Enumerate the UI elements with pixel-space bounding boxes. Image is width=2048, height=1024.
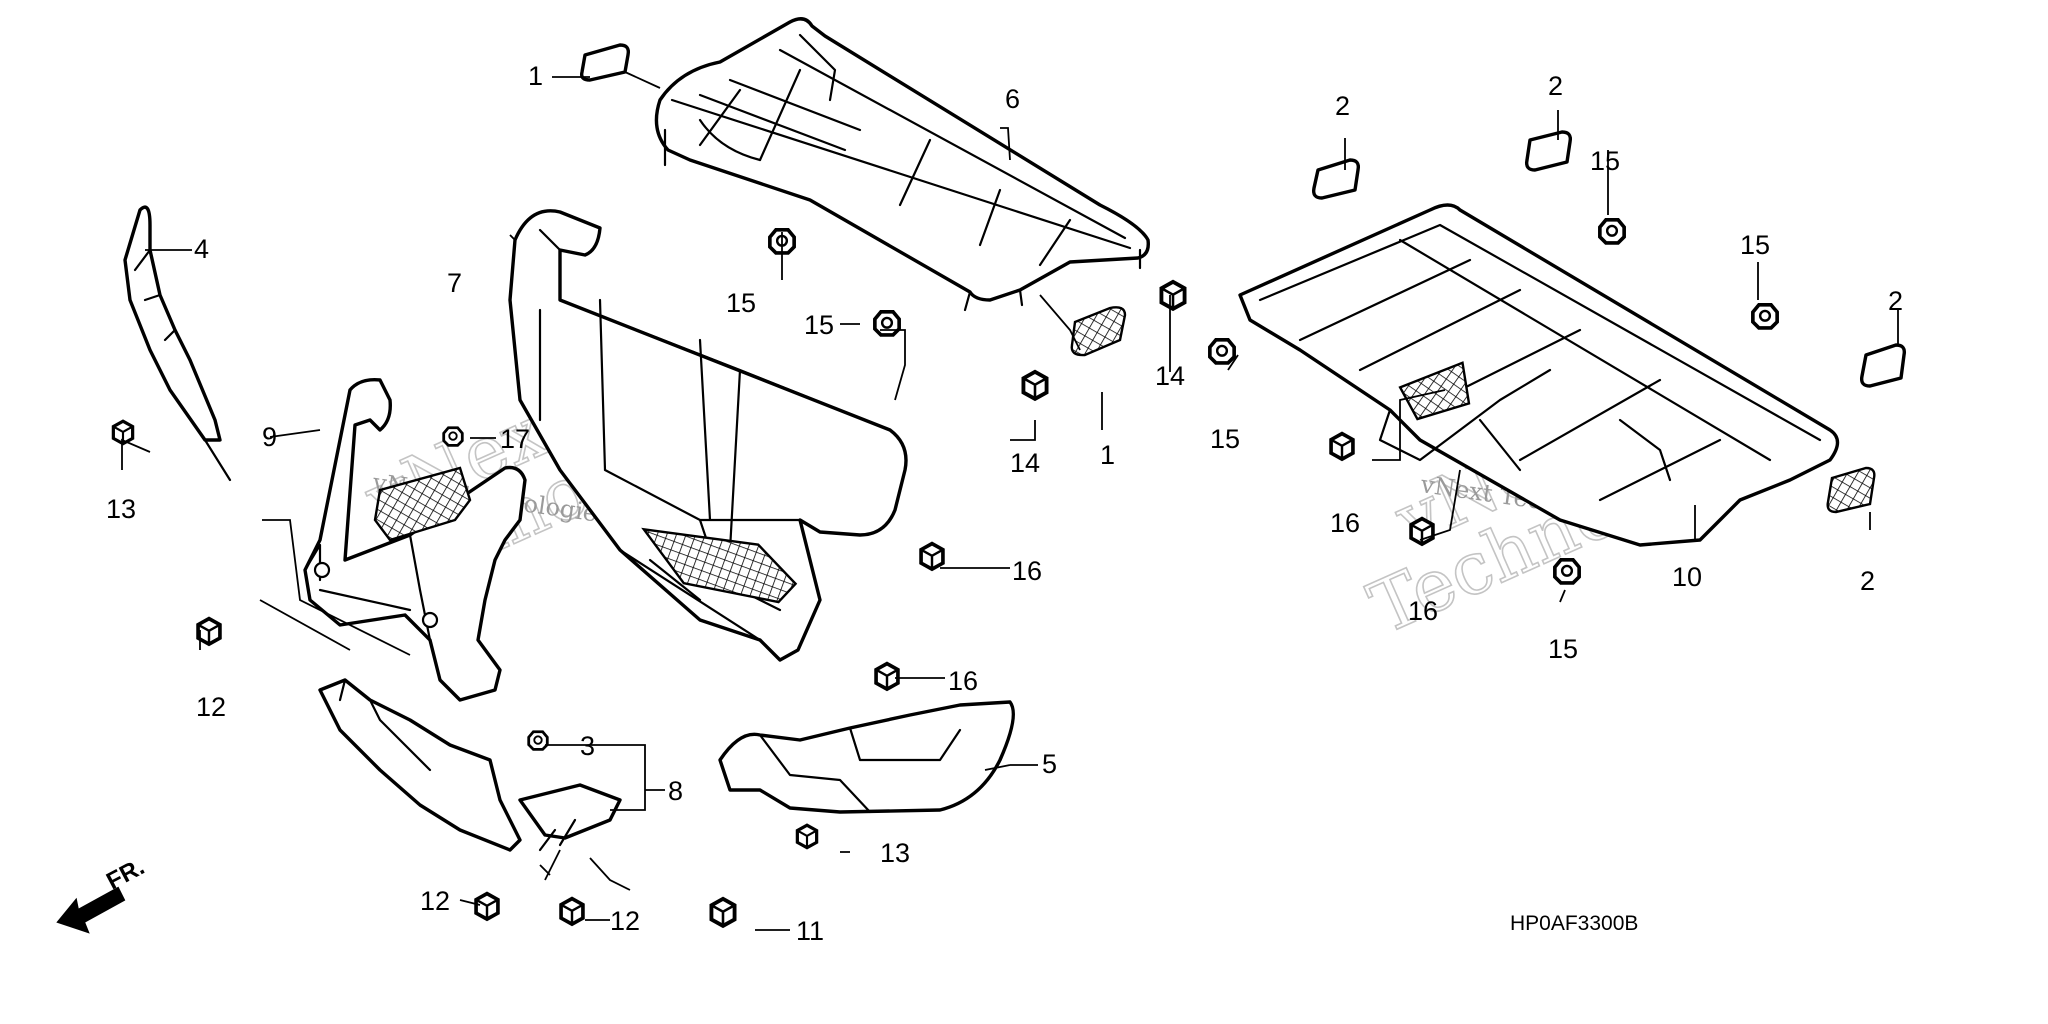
front-carrier-part-6 (654, 17, 1150, 312)
callout-1-top: 1 (528, 61, 543, 91)
callout-2-d: 2 (1860, 566, 1875, 596)
side-cover-part-4 (123, 205, 232, 482)
grommet-1-lower (1070, 306, 1127, 357)
callout-7: 7 (447, 268, 462, 298)
bolt-16-c (1329, 431, 1355, 461)
nut-15-f (1553, 558, 1581, 585)
bolt-16-b (874, 661, 900, 691)
callout-16-a: 16 (1012, 556, 1042, 586)
callout-3: 3 (580, 731, 595, 761)
callout-16-d: 16 (1408, 596, 1438, 626)
bolt-12-a (196, 616, 222, 646)
leader-lines (121, 76, 1899, 931)
nut-15-e (1208, 338, 1236, 365)
callout-10: 10 (1672, 562, 1702, 592)
side-cover-part-5 (718, 700, 1015, 814)
callout-15-a: 15 (726, 288, 756, 318)
callout-8: 8 (668, 776, 683, 806)
grommet-2-b (1524, 130, 1573, 172)
callout-1-lower: 1 (1100, 440, 1115, 470)
callout-12-a: 12 (196, 692, 226, 722)
callout-4: 4 (194, 234, 209, 264)
bolt-14-a (1159, 279, 1187, 311)
front-label: FR. (102, 853, 149, 895)
callout-9: 9 (262, 422, 277, 452)
clip-13-b (795, 823, 819, 850)
callout-2-b: 2 (1548, 71, 1563, 101)
grommet-1-top (579, 43, 661, 89)
callout-13-b: 13 (880, 838, 910, 868)
callout-16-c: 16 (1330, 508, 1360, 538)
callout-15-b: 15 (804, 310, 834, 340)
nut-3 (527, 730, 549, 751)
callout-16-b: 16 (948, 666, 978, 696)
callout-15-d: 15 (1740, 230, 1770, 260)
callout-13-a: 13 (106, 494, 136, 524)
callout-12-b: 12 (420, 886, 450, 916)
bolt-12-c (559, 896, 585, 926)
nut-15-b (873, 310, 901, 337)
callout-15-f: 15 (1548, 634, 1578, 664)
callout-2-c: 2 (1888, 286, 1903, 316)
callout-14-b: 14 (1010, 448, 1040, 478)
bolt-16-d (1409, 516, 1435, 546)
skid-plate-part-8 (318, 678, 622, 852)
callout-2-a: 2 (1335, 91, 1350, 121)
grommet-2-d (1826, 466, 1876, 514)
rear-carrier-part-10 (1238, 203, 1840, 547)
nut-15-c (1598, 218, 1626, 245)
bolt-14-b (1021, 369, 1049, 401)
nut-15-d (1751, 303, 1779, 330)
callout-11: 11 (796, 916, 824, 946)
front-direction-indicator: FR. (56, 853, 149, 934)
callout-14-a: 14 (1155, 361, 1185, 391)
grommet-2-a (1311, 158, 1361, 200)
callout-5: 5 (1042, 749, 1057, 779)
front-cover-part-9 (303, 378, 527, 702)
grommet-2-c (1859, 343, 1907, 388)
callout-17: 17 (500, 424, 530, 454)
bolt-12-b (474, 891, 500, 921)
bolt-16-a (919, 541, 945, 571)
bolt-11 (709, 896, 737, 928)
front-bumper-part-7 (508, 209, 908, 662)
callout-6: 6 (1005, 84, 1020, 114)
callout-12-c: 12 (610, 906, 640, 936)
callout-15-c: 15 (1590, 146, 1620, 176)
diagram-code: HP0AF3300B (1510, 912, 1638, 935)
nut-17 (442, 426, 464, 447)
front-arrow-icon (56, 886, 126, 934)
callout-15-e: 15 (1210, 424, 1240, 454)
